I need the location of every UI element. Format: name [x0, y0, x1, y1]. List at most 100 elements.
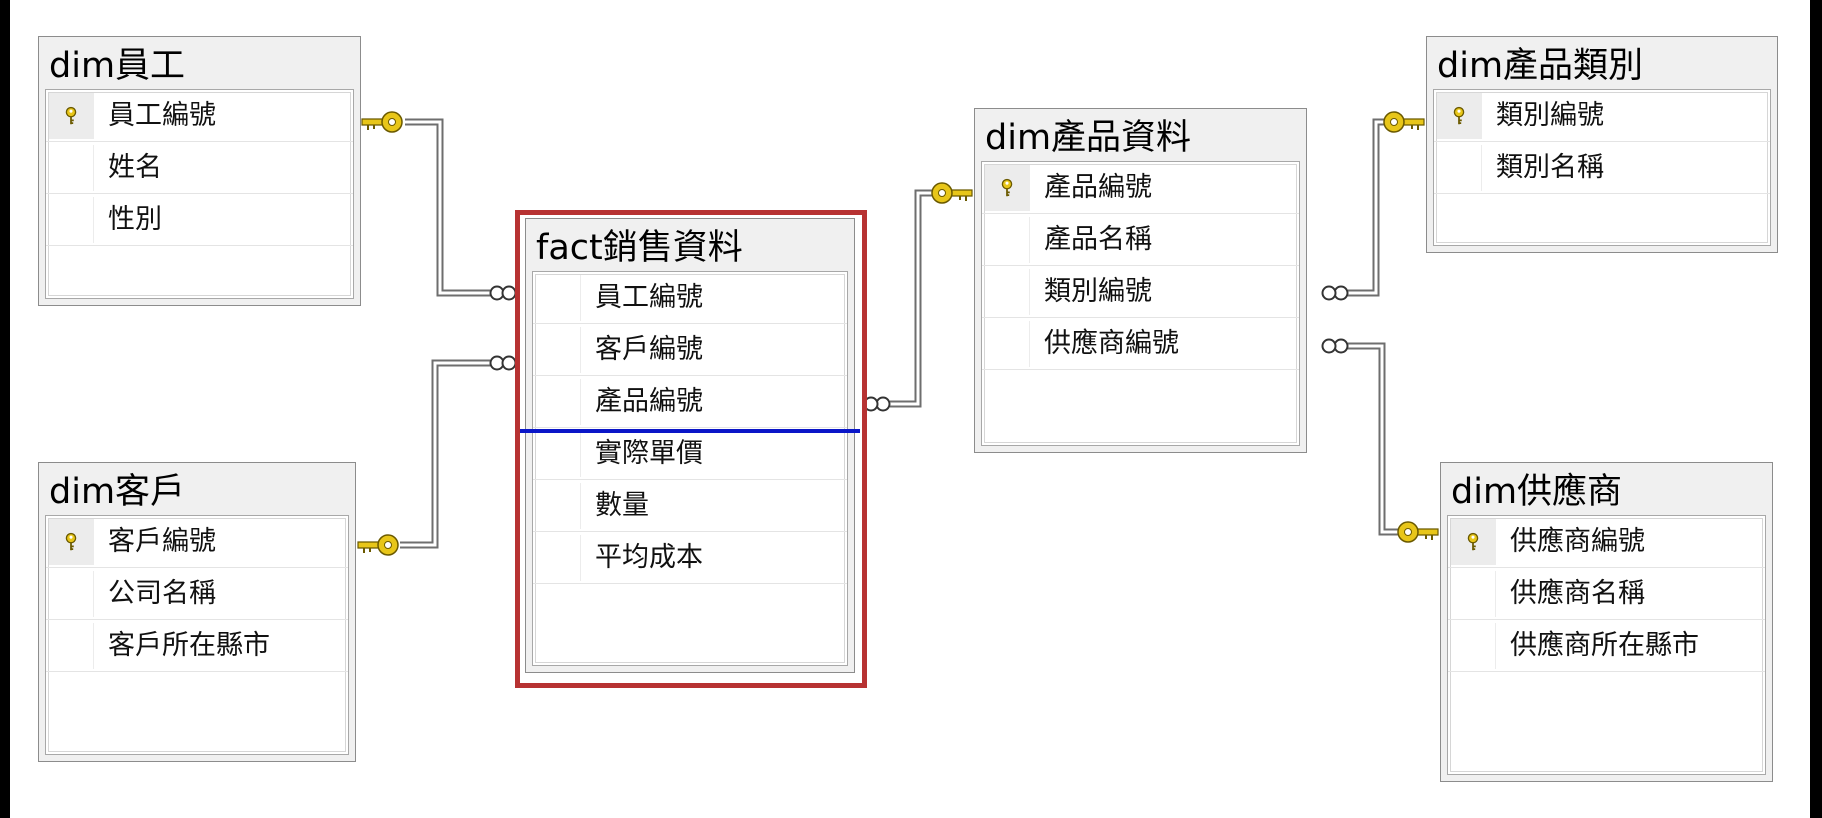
column-row[interactable]: 姓名	[46, 142, 353, 194]
primary-key-icon	[65, 106, 77, 125]
column-name: 數量	[595, 490, 649, 521]
diagram-canvas: dim員工 員工編號姓名性別 dim客戶 客戶編號公司名稱客戶所在縣市 fact…	[10, 0, 1810, 818]
column-grid: 產品編號產品名稱類別編號供應商編號	[981, 161, 1300, 446]
row-selector	[536, 535, 581, 581]
one-end-key-icon	[931, 182, 973, 204]
table-dim-customer[interactable]: dim客戶 客戶編號公司名稱客戶所在縣市	[38, 462, 356, 762]
column-name: 供應商編號	[1510, 526, 1645, 557]
primary-key-icon	[1453, 106, 1465, 125]
many-end-icon	[1321, 338, 1349, 354]
primary-key-icon	[65, 532, 77, 551]
row-selector	[985, 269, 1030, 315]
row-selector	[1437, 145, 1482, 191]
column-row[interactable]: 供應商編號	[1448, 516, 1765, 568]
row-selector	[985, 321, 1030, 367]
table-title: dim供應商	[1451, 472, 1623, 512]
row-selector	[1451, 623, 1496, 669]
row-selector	[536, 275, 581, 321]
column-name: 客戶編號	[595, 334, 703, 365]
table-title: dim產品類別	[1437, 46, 1644, 86]
relationship-line-1[interactable]	[405, 118, 490, 297]
column-grid: 客戶編號公司名稱客戶所在縣市	[45, 515, 349, 755]
relationship-line-2[interactable]	[400, 359, 490, 549]
column-row[interactable]: 員工編號	[46, 90, 353, 142]
column-name: 供應商編號	[1044, 328, 1179, 359]
column-name: 類別名稱	[1496, 152, 1604, 183]
column-row[interactable]: 供應商所在縣市	[1448, 620, 1765, 672]
column-row[interactable]: 數量	[533, 480, 847, 532]
many-end-icon	[1321, 285, 1349, 301]
column-name: 員工編號	[595, 282, 703, 313]
column-name: 產品編號	[1044, 172, 1152, 203]
column-name: 姓名	[108, 152, 162, 183]
column-row[interactable]: 供應商編號	[982, 318, 1299, 370]
one-end-key-icon	[1397, 521, 1439, 543]
table-title: dim產品資料	[985, 118, 1192, 158]
column-name: 類別編號	[1044, 276, 1152, 307]
column-row[interactable]: 類別編號	[982, 266, 1299, 318]
row-selector	[536, 379, 581, 425]
row-selector	[49, 93, 94, 139]
column-row[interactable]: 公司名稱	[46, 568, 348, 620]
highlight-frame	[515, 210, 867, 688]
column-name: 供應商所在縣市	[1510, 630, 1699, 661]
column-name: 公司名稱	[108, 578, 216, 609]
table-title: dim客戶	[49, 472, 186, 512]
row-selector	[1451, 571, 1496, 617]
row-selector	[1451, 519, 1496, 565]
row-selector	[536, 431, 581, 477]
column-grid: 供應商編號供應商名稱供應商所在縣市	[1447, 515, 1766, 775]
column-name: 性別	[108, 204, 162, 235]
column-row[interactable]: 實際單價	[533, 428, 847, 480]
primary-key-icon	[1467, 532, 1479, 551]
table-dim-category[interactable]: dim產品類別 類別編號類別名稱	[1426, 36, 1778, 253]
table-title: fact銷售資料	[536, 228, 743, 268]
row-selector	[49, 197, 94, 243]
table-dim-product[interactable]: dim產品資料 產品編號產品名稱類別編號供應商編號	[974, 108, 1307, 453]
row-selector	[49, 519, 94, 565]
column-row[interactable]: 平均成本	[533, 532, 847, 584]
column-name: 產品編號	[595, 386, 703, 417]
column-row[interactable]: 產品編號	[982, 162, 1299, 214]
column-row[interactable]: 客戶所在縣市	[46, 620, 348, 672]
primary-key-icon	[1001, 178, 1013, 197]
relationship-line-4[interactable]	[1348, 118, 1392, 297]
column-name: 員工編號	[108, 100, 216, 131]
one-end-key-icon	[1383, 111, 1425, 133]
column-name: 供應商名稱	[1510, 578, 1645, 609]
many-end-icon	[489, 285, 517, 301]
table-dim-supplier[interactable]: dim供應商 供應商編號供應商名稱供應商所在縣市	[1440, 462, 1773, 782]
column-row[interactable]: 性別	[46, 194, 353, 246]
column-row[interactable]: 客戶編號	[533, 324, 847, 376]
relationship-connectors	[357, 111, 1439, 556]
column-grid: 員工編號客戶編號產品編號實際單價數量平均成本	[532, 271, 848, 666]
many-end-icon	[863, 396, 891, 412]
column-row[interactable]: 類別名稱	[1434, 142, 1770, 194]
row-selector	[536, 327, 581, 373]
table-title: dim員工	[49, 46, 186, 86]
row-selector	[49, 145, 94, 191]
column-name: 平均成本	[595, 542, 703, 573]
column-row[interactable]: 產品編號	[533, 376, 847, 428]
column-name: 實際單價	[595, 438, 703, 469]
column-grid: 員工編號姓名性別	[45, 89, 354, 299]
column-name: 客戶所在縣市	[108, 630, 270, 661]
one-end-key-icon	[357, 534, 399, 556]
selection-line	[520, 429, 860, 433]
table-dim-employee[interactable]: dim員工 員工編號姓名性別	[38, 36, 361, 306]
row-selector	[536, 483, 581, 529]
column-name: 類別編號	[1496, 100, 1604, 131]
column-row[interactable]: 供應商名稱	[1448, 568, 1765, 620]
column-row[interactable]: 產品名稱	[982, 214, 1299, 266]
relationship-line-5[interactable]	[1348, 342, 1402, 536]
column-row[interactable]: 客戶編號	[46, 516, 348, 568]
column-grid: 類別編號類別名稱	[1433, 89, 1771, 246]
column-row[interactable]: 類別編號	[1434, 90, 1770, 142]
column-row[interactable]: 員工編號	[533, 272, 847, 324]
row-selector	[49, 623, 94, 669]
row-selector	[985, 217, 1030, 263]
relationship-line-3[interactable]	[890, 189, 944, 408]
table-fact-sales[interactable]: fact銷售資料 員工編號客戶編號產品編號實際單價數量平均成本	[525, 218, 855, 673]
column-name: 產品名稱	[1044, 224, 1152, 255]
column-name: 客戶編號	[108, 526, 216, 557]
